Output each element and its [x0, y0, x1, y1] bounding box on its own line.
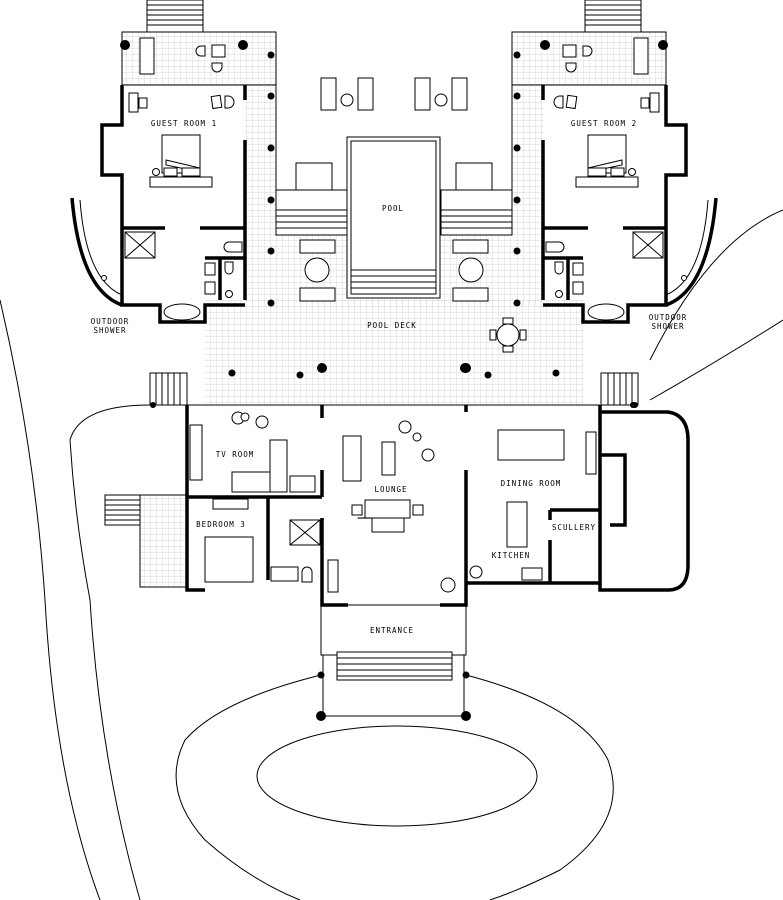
label-outdoor-shower-left-1: OUTDOOR	[91, 317, 130, 326]
label-outdoor-shower-right-2: SHOWER	[651, 322, 684, 331]
label-outdoor-shower-left-2: SHOWER	[93, 326, 126, 335]
label-entrance: ENTRANCE	[370, 626, 414, 635]
label-kitchen: KITCHEN	[492, 551, 531, 560]
label-pool: POOL	[382, 204, 404, 213]
label-tv-room: TV ROOM	[216, 450, 255, 459]
pool-deck	[205, 300, 583, 405]
entrance	[316, 363, 636, 721]
label-guest-room-1: GUEST ROOM 1	[151, 119, 217, 128]
bedroom-terrace	[139, 494, 188, 588]
label-dining-room: DINING ROOM	[501, 479, 562, 488]
main-house	[185, 404, 690, 607]
label-pool-deck: POOL DECK	[367, 321, 417, 330]
label-lounge: LOUNGE	[374, 485, 407, 494]
label-outdoor-shower-right-1: OUTDOOR	[649, 313, 688, 322]
pool	[346, 136, 441, 299]
label-bedroom-3: BEDROOM 3	[196, 520, 246, 529]
label-guest-room-2: GUEST ROOM 2	[571, 119, 637, 128]
round-table	[489, 317, 527, 353]
label-scullery: SCULLERY	[552, 523, 596, 532]
driveway	[0, 209, 783, 900]
